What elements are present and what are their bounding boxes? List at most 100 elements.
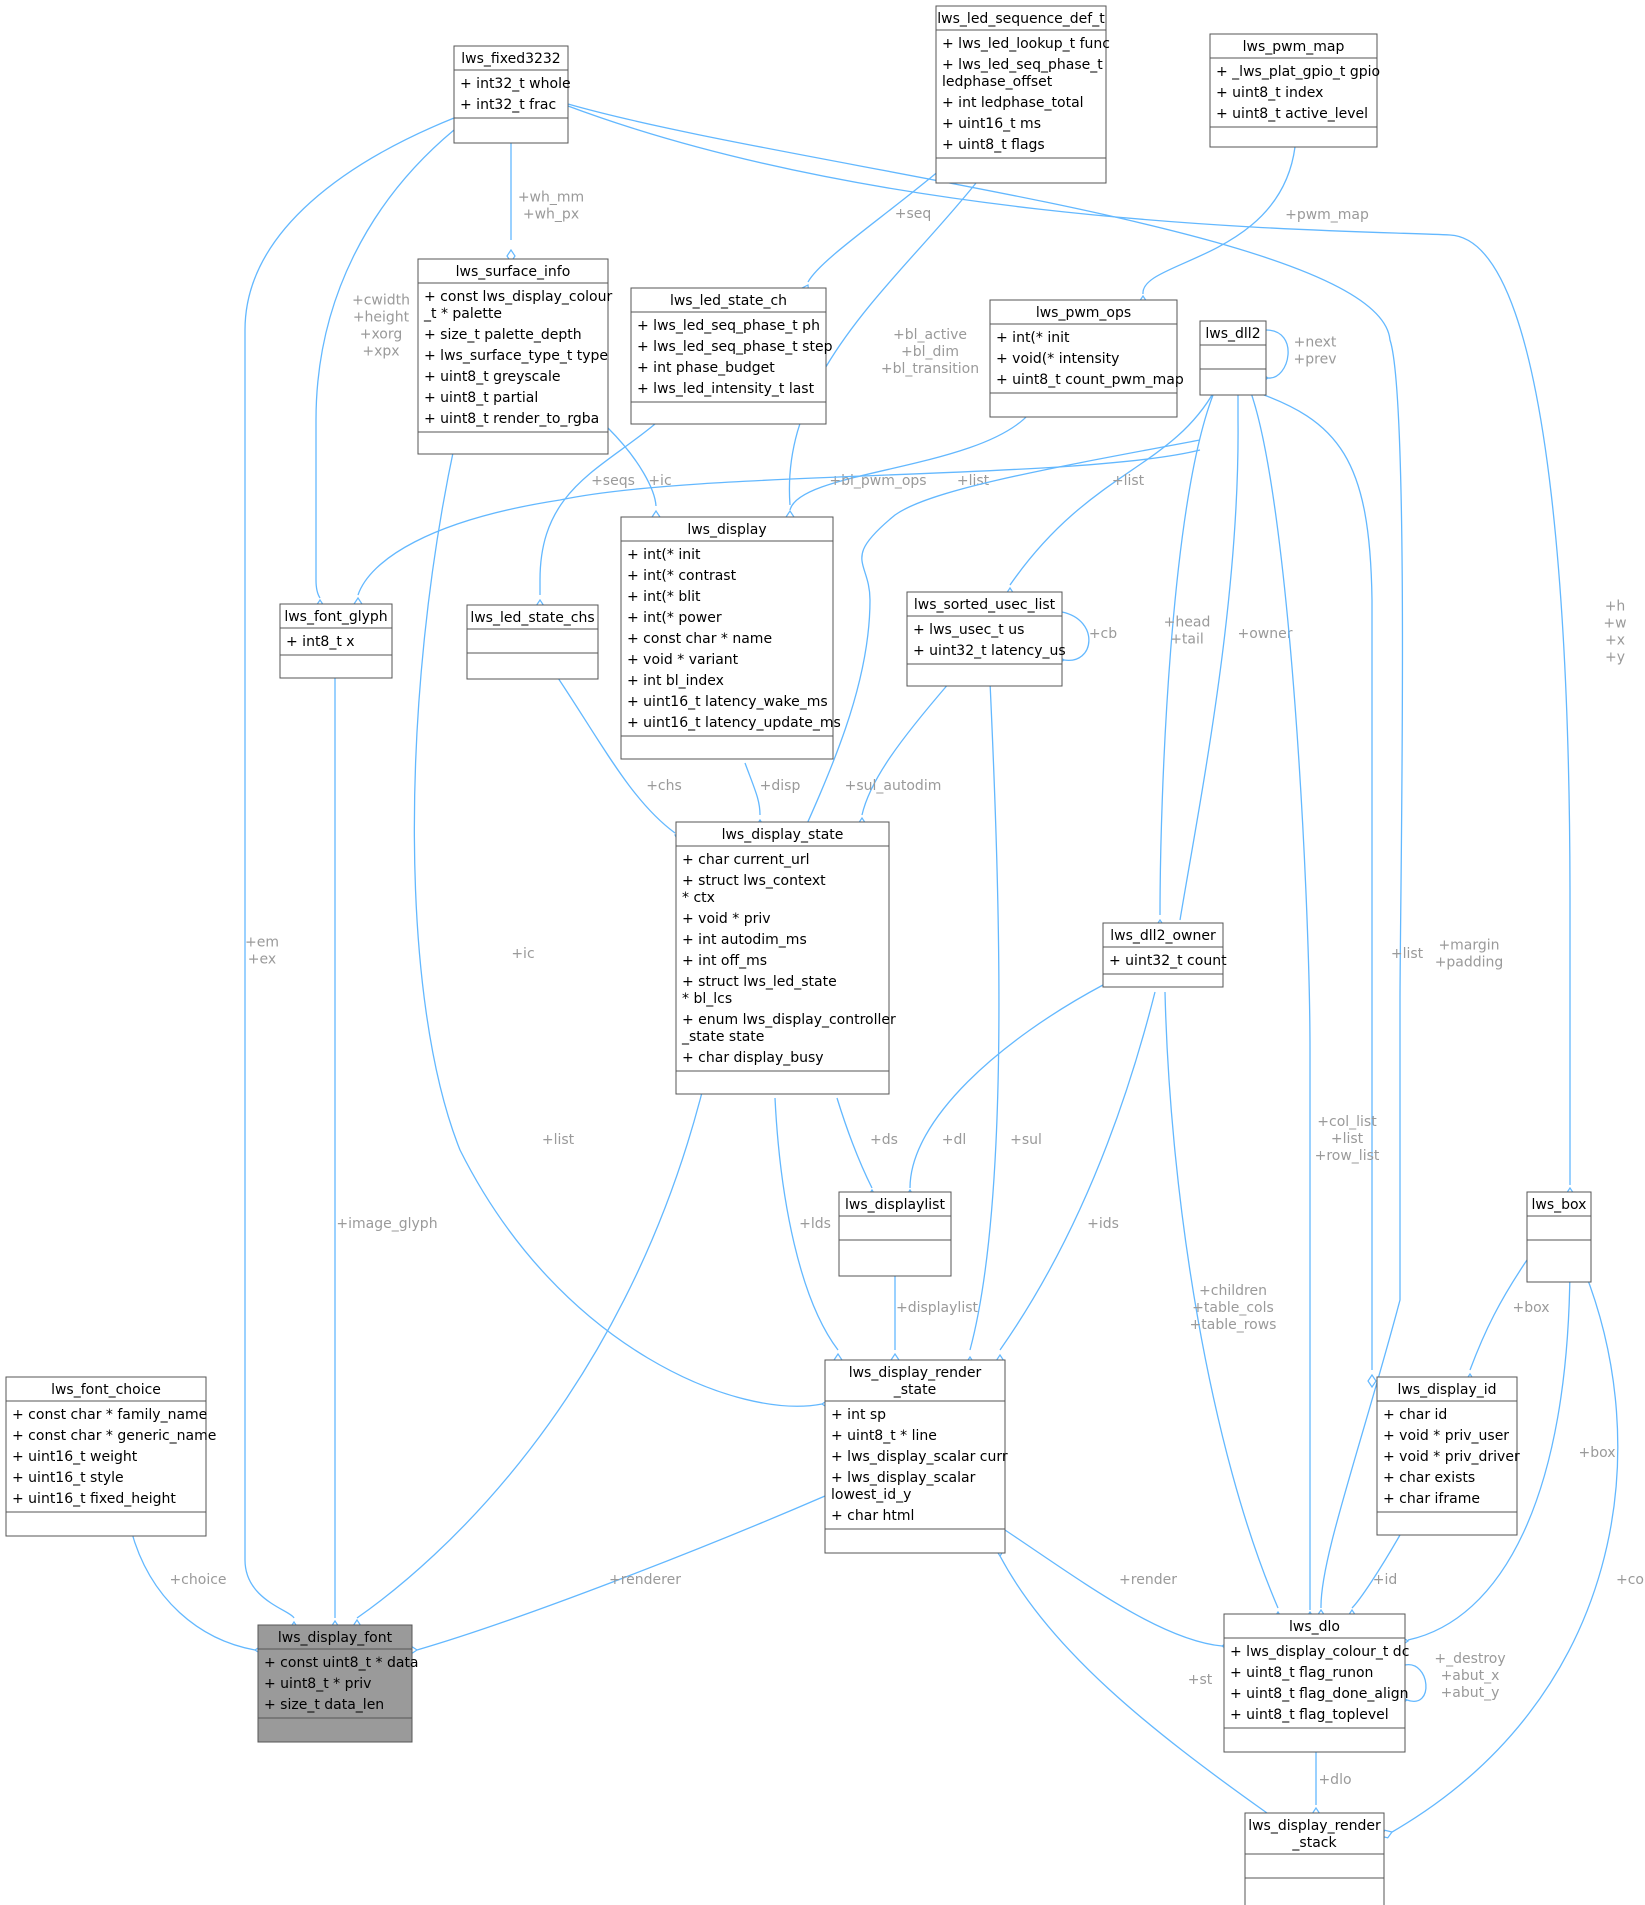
- edge-label: +h: [1605, 599, 1626, 615]
- association-line: [413, 442, 823, 1407]
- class-box-lws-display-render-state[interactable]: lws_display_render_state+ int sp+ uint8_…: [824, 1359, 1008, 1554]
- association-line: [999, 1555, 1268, 1814]
- class-box-frame: [1526, 1191, 1592, 1283]
- class-box-frame: [630, 287, 827, 425]
- edge-e-blpwm: +bl_pwm_ops: [785, 412, 1031, 525]
- class-member: + int(* power: [627, 610, 722, 626]
- edge-label: +list: [1331, 1131, 1364, 1147]
- class-box-lws-box[interactable]: lws_box: [1526, 1191, 1592, 1283]
- edge-label: +children: [1199, 1283, 1267, 1299]
- class-box-lws-display[interactable]: lws_display+ int(* init+ int(* contrast+…: [620, 516, 841, 760]
- edge-label: +cwidth: [352, 293, 410, 309]
- edge-e-children: +children+table_cols+table_rows: [1164, 991, 1283, 1626]
- class-box-lws-font-choice[interactable]: lws_font_choice+ const char * family_nam…: [5, 1376, 216, 1537]
- class-member: + uint8_t flag_done_align: [1230, 1686, 1409, 1702]
- edge-e-bl: +bl_active+bl_dim+bl_transition: [785, 177, 981, 526]
- class-box-frame: [1102, 922, 1224, 988]
- class-box-lws-display-state[interactable]: lws_display_state+ char current_url+ str…: [675, 821, 896, 1095]
- class-box-frame: [935, 5, 1107, 184]
- class-box-lws-fixed3232[interactable]: lws_fixed3232+ int32_t whole+ int32_t fr…: [453, 45, 571, 144]
- association-line: [315, 129, 455, 599]
- class-member: + size_t palette_depth: [424, 327, 582, 343]
- class-member: + const lws_display_colour: [424, 289, 612, 305]
- association-line: [1061, 611, 1090, 661]
- edge-label: +tail: [1170, 632, 1204, 648]
- association-line: [553, 671, 676, 834]
- class-box-lws-display-id[interactable]: lws_display_id+ char id+ void * priv_use…: [1376, 1376, 1520, 1536]
- class-member: _t * palette: [423, 306, 502, 322]
- class-box-lws-pwm-ops[interactable]: lws_pwm_ops+ int(* init+ void(* intensit…: [989, 299, 1184, 418]
- edge-label: +pwm_map: [1285, 207, 1369, 223]
- edge-e-render: +render: [1004, 1529, 1236, 1651]
- class-member: + const char * generic_name: [12, 1428, 216, 1444]
- edge-e-ds: +ds: [836, 1097, 898, 1204]
- class-box-frame: [1223, 1613, 1406, 1753]
- association-line: [969, 681, 1000, 1351]
- class-box-lws-displaylist[interactable]: lws_displaylist: [838, 1191, 952, 1277]
- edge-e-co: +co: [1379, 1259, 1644, 1839]
- class-box-lws-display-render-stack[interactable]: lws_display_render_stack: [1244, 1812, 1385, 1905]
- association-line: [244, 117, 455, 1619]
- class-member: + lws_display_colour_t dc: [1230, 1644, 1409, 1660]
- edge-label: +dl: [942, 1132, 967, 1148]
- edge-label: +id: [1373, 1572, 1398, 1588]
- class-member: + uint8_t flag_runon: [1230, 1665, 1373, 1681]
- class-member: + uint8_t * line: [831, 1428, 937, 1444]
- class-box-lws-dlo[interactable]: lws_dlo+ lws_display_colour_t dc+ uint8_…: [1223, 1613, 1409, 1753]
- class-member: ledphase_offset: [942, 74, 1053, 90]
- class-member: + uint8_t count_pwm_map: [996, 372, 1184, 388]
- class-box-frame: [466, 604, 599, 680]
- class-member: + char display_busy: [682, 1050, 824, 1066]
- class-member: + uint8_t flag_toplevel: [1230, 1707, 1389, 1723]
- class-box-lws-display-font[interactable]: lws_display_font+ const uint8_t * data+ …: [257, 1624, 419, 1743]
- class-box-frame: [1199, 320, 1267, 396]
- association-line: [1469, 1259, 1528, 1371]
- class-member: * ctx: [682, 890, 715, 906]
- class-box-lws-dll2[interactable]: lws_dll2: [1199, 320, 1267, 396]
- class-box-lws-led-sequence-def-t[interactable]: lws_led_sequence_def_t+ lws_led_lookup_t…: [935, 5, 1110, 184]
- edge-label: +displaylist: [896, 1300, 979, 1316]
- association-line: [1159, 389, 1216, 916]
- association-line: [567, 105, 1571, 1185]
- class-title: lws_dll2_owner: [1110, 928, 1216, 944]
- class-member: + char iframe: [1383, 1491, 1480, 1507]
- class-member: _state state: [681, 1029, 764, 1045]
- class-title: _state: [893, 1382, 936, 1398]
- edge-label: +box: [1512, 1300, 1549, 1316]
- edge-e-list-id: +list: [1249, 389, 1424, 1389]
- class-member: + uint8_t greyscale: [424, 369, 560, 385]
- association-line: [1265, 329, 1289, 379]
- edge-e-id: +id: [1347, 1534, 1401, 1624]
- class-box-lws-pwm-map[interactable]: lws_pwm_map+ _lws_plat_gpio_t gpio+ uint…: [1209, 33, 1380, 148]
- edge-label: +list: [1112, 473, 1145, 489]
- edge-label: +w: [1603, 616, 1626, 632]
- class-member: + uint16_t fixed_height: [12, 1491, 176, 1507]
- class-title: _stack: [1291, 1835, 1337, 1851]
- edge-e-whmm: +wh_mm+wh_px: [506, 136, 584, 264]
- edge-e-destroy: +_destroy+abut_x+abut_y: [1393, 1651, 1506, 1705]
- class-member: + uint32_t count: [1109, 953, 1227, 969]
- edge-e-dl: +dl: [905, 984, 1104, 1204]
- edge-label: +xorg: [360, 327, 403, 343]
- association-line: [909, 984, 1104, 1189]
- class-box-lws-sorted-usec-list[interactable]: lws_sorted_usec_list+ lws_usec_t us+ uin…: [906, 591, 1066, 687]
- edge-label: +wh_px: [523, 207, 579, 223]
- edge-e-em: +em+ex: [244, 117, 455, 1636]
- edge-e-cwidth: +cwidth+height+xorg+xpx: [315, 129, 455, 614]
- class-member: + char exists: [1383, 1470, 1475, 1486]
- edge-label: +box: [1578, 1445, 1615, 1461]
- nodes-layer: lws_fixed3232+ int32_t whole+ int32_t fr…: [5, 5, 1592, 1905]
- edge-e-owner: +owner: [1179, 378, 1293, 921]
- class-box-lws-surface-info[interactable]: lws_surface_info+ const lws_display_colo…: [417, 258, 612, 455]
- class-box-lws-font-glyph[interactable]: lws_font_glyph+ int8_t x: [279, 603, 393, 679]
- class-member: + const char * name: [627, 631, 772, 647]
- class-box-lws-dll2-owner[interactable]: lws_dll2_owner + uint32_t count: [1102, 922, 1227, 988]
- class-box-frame: [257, 1624, 413, 1743]
- association-line: [744, 762, 761, 816]
- edge-label: +bl_dim: [901, 344, 959, 360]
- edge-e-list-sul: +list: [1005, 389, 1216, 602]
- class-member: + size_t data_len: [264, 1697, 384, 1713]
- class-box-lws-led-state-ch[interactable]: lws_led_state_ch+ lws_led_seq_phase_t ph…: [630, 287, 833, 425]
- class-box-frame: [5, 1376, 207, 1537]
- class-box-lws-led-state-chs[interactable]: lws_led_state_chs: [466, 604, 599, 680]
